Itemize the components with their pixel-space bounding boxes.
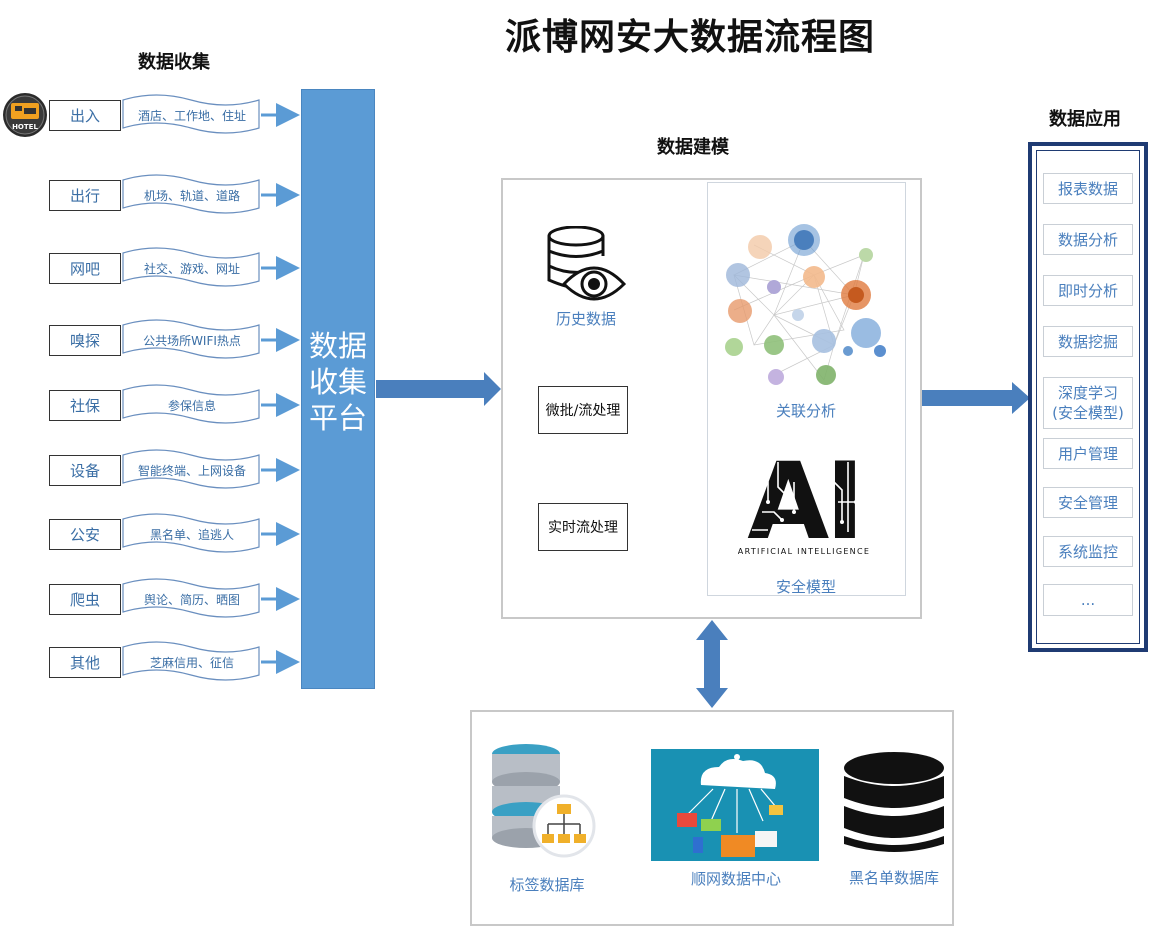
tag-database-icon: [488, 742, 600, 858]
platform-label: 数据 收集 平台: [308, 329, 367, 435]
application-item: 数据分析: [1043, 224, 1133, 255]
collection-heading: 数据收集: [138, 52, 210, 73]
hotel-logo-text: HOTEL: [12, 123, 38, 131]
source-detail-label: 机场、轨道、道路: [143, 189, 240, 203]
source-detail-banner: [121, 92, 261, 136]
blacklist-database-label: 黑名单数据库: [848, 869, 939, 887]
ai-circuit-icon: AI ARTIFICIAL INTELLIGENCE: [738, 440, 870, 563]
security-model-label: 安全模型: [775, 578, 836, 596]
application-item: 深度学习 (安全模型): [1043, 377, 1133, 429]
tag-database-label: 标签数据库: [509, 876, 585, 894]
source-detail-label: 社交、游戏、网址: [143, 262, 240, 276]
source-detail-label: 参保信息: [167, 399, 216, 413]
source-box: 其他: [49, 647, 121, 678]
source-box: 设备: [49, 455, 121, 486]
application-heading: 数据应用: [1049, 109, 1121, 130]
association-network-graphic: [714, 215, 902, 393]
source-box: 爬虫: [49, 584, 121, 615]
application-item: 报表数据: [1043, 173, 1133, 204]
data-center-label: 顺网数据中心: [690, 870, 781, 888]
source-detail-banner: [121, 511, 261, 555]
modeling-heading: 数据建模: [657, 137, 729, 158]
source-detail-label: 智能终端、上网设备: [137, 464, 246, 478]
source-detail-label: 酒店、工作地、住址: [137, 109, 246, 123]
application-panel: [1028, 142, 1148, 652]
blacklist-database-icon: [836, 748, 952, 860]
source-detail-banner: [121, 172, 261, 216]
application-item: 即时分析: [1043, 275, 1133, 306]
platform-to-model-arrow: [376, 372, 501, 406]
database-eye-icon: [546, 225, 627, 306]
source-detail-banner: [121, 245, 261, 289]
source-box: 出入: [49, 100, 121, 131]
source-detail-banner: [121, 576, 261, 620]
ai-caption: ARTIFICIAL INTELLIGENCE: [738, 547, 870, 556]
source-box: 网吧: [49, 253, 121, 284]
data-collection-platform: 数据 收集 平台: [301, 89, 375, 689]
model-storage-bidirectional-arrow: [696, 620, 728, 708]
application-item: 系统监控: [1043, 536, 1133, 567]
association-analysis-label: 关联分析: [775, 402, 836, 420]
application-item: ...: [1043, 584, 1133, 616]
model-to-application-arrow: [922, 382, 1030, 414]
source-box: 社保: [49, 390, 121, 421]
source-detail-label: 舆论、简历、晒图: [143, 593, 240, 607]
data-center-cloud-icon: [651, 749, 819, 861]
source-detail-label: 芝麻信用、征信: [149, 656, 234, 670]
application-item: 用户管理: [1043, 438, 1133, 469]
source-box: 嗅探: [49, 325, 121, 356]
application-item: 数据挖掘: [1043, 326, 1133, 357]
source-detail-banner: [121, 317, 261, 361]
hotel-icon: HOTEL: [2, 92, 48, 138]
page-title: 派博网安大数据流程图: [504, 17, 875, 58]
micro-batch-box: 微批/流处理: [538, 386, 628, 434]
source-detail-label: 黑名单、追逃人: [149, 528, 234, 542]
source-detail-label: 公共场所WIFI热点: [143, 334, 241, 348]
source-box: 公安: [49, 519, 121, 550]
source-detail-banner: [121, 382, 261, 426]
history-data-label: 历史数据: [555, 310, 616, 328]
source-box: 出行: [49, 180, 121, 211]
source-detail-banner: [121, 639, 261, 683]
realtime-stream-box: 实时流处理: [538, 503, 628, 551]
application-item: 安全管理: [1043, 487, 1133, 518]
source-detail-banner: [121, 447, 261, 491]
